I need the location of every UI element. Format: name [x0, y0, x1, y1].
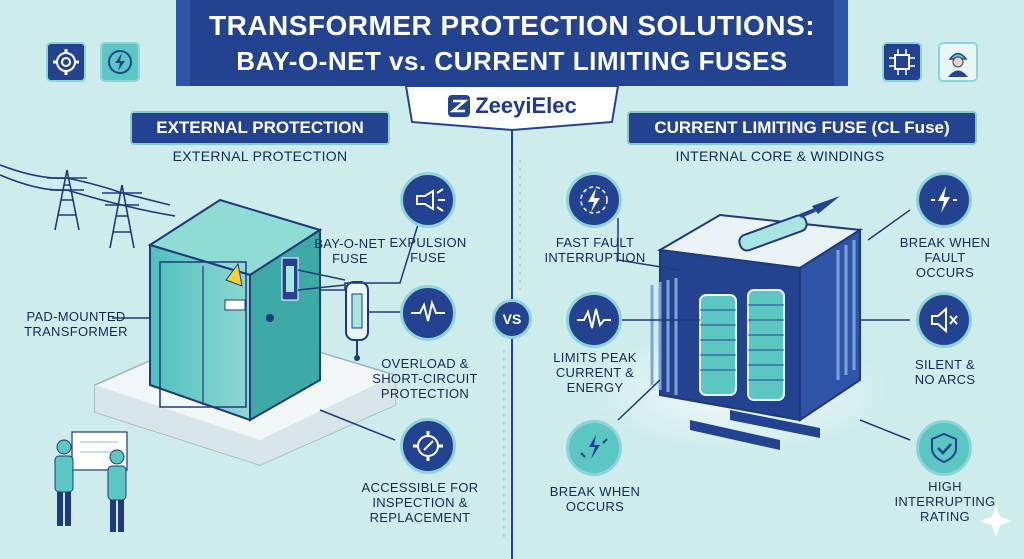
expulsion-icon — [400, 172, 456, 228]
overload-protection-label: OVERLOAD & SHORT-CIRCUIT PROTECTION — [372, 356, 478, 401]
break-when-fault-label: BREAK WHEN FAULT OCCURS — [899, 235, 991, 280]
silent-no-arcs-label: SILENT & NO ARCS — [914, 357, 976, 387]
brand-z-icon — [448, 95, 471, 117]
pad-mounted-transformer — [147, 198, 323, 422]
fast-fault-interruption-label: FAST FAULT INTERRUPTION — [544, 235, 646, 265]
circuit-chip-icon — [882, 42, 922, 82]
high-interrupting-rating-label: HIGH INTERRUPTING RATING — [894, 479, 996, 524]
accessible-inspection-label: ACCESSIBLE FOR INSPECTION & REPLACEMENT — [361, 480, 479, 525]
settings-gear-icon — [46, 42, 86, 82]
header-title-line2: BAY-O-NET vs. CURRENT LIMITING FUSES — [236, 46, 788, 76]
brand-logo: ZeeyiElec — [412, 86, 612, 126]
engineer-icon — [938, 42, 978, 82]
power-towers — [0, 164, 176, 249]
header-banner — [190, 0, 834, 112]
break-when-occurs-label: BREAK WHEN OCCURS — [549, 484, 641, 514]
fault-bolt-icon — [916, 172, 972, 228]
header-title-line1: TRANSFORMER PROTECTION SOLUTIONS: — [208, 10, 816, 41]
left-subtitle: EXTERNAL PROTECTION — [172, 148, 348, 164]
waveform-icon — [566, 292, 622, 348]
right-section-title: CURRENT LIMITING FUSE (CL Fuse) — [627, 111, 977, 145]
vs-badge: VS — [492, 299, 532, 339]
bayonet-fuse-label: BAY-O-NET FUSE — [314, 236, 386, 266]
power-bolt-icon — [100, 42, 140, 82]
limits-peak-current-label: LIMITS PEAK CURRENT & ENERGY — [553, 350, 637, 395]
pad-mounted-transformer-label: PAD-MOUNTED TRANSFORMER — [24, 309, 128, 339]
expulsion-fuse-label: EXPULSION FUSE — [389, 235, 467, 265]
left-section-title: EXTERNAL PROTECTION — [130, 111, 390, 145]
brand-name: ZeeyiElec — [475, 93, 577, 118]
technicians — [54, 431, 128, 532]
pulse-icon — [400, 285, 456, 341]
shield-check-icon — [916, 420, 972, 476]
gear-wrench-icon — [400, 418, 456, 474]
bayonet-fuse-drawing — [297, 269, 369, 361]
break-icon — [566, 420, 622, 476]
right-subtitle: INTERNAL CORE & WINDINGS — [675, 148, 885, 164]
mute-icon — [916, 292, 972, 348]
lightning-icon — [566, 172, 622, 228]
transformer-core-drawing — [650, 196, 863, 450]
